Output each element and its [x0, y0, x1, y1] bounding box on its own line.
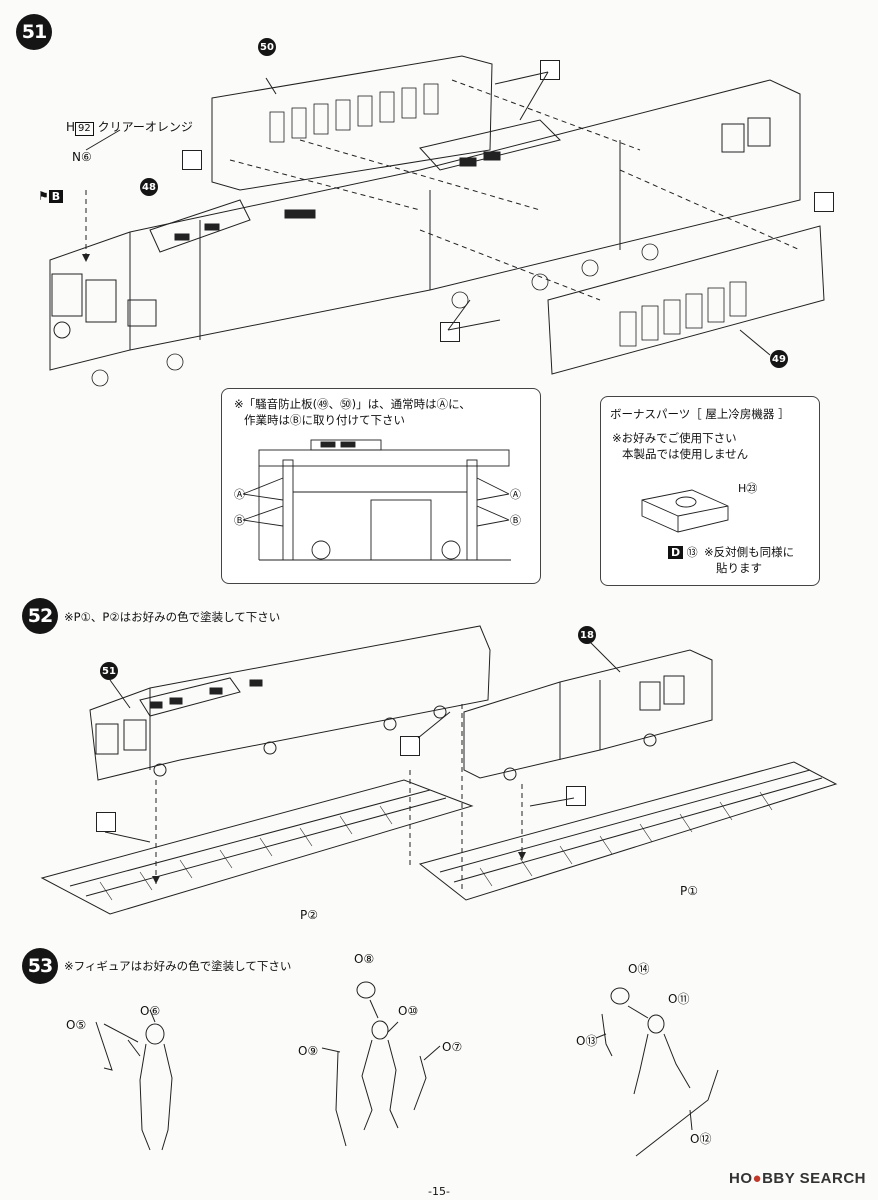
step-53-badge: 53 [22, 948, 58, 984]
cement-icon [400, 736, 420, 756]
inset-noise-panel [221, 388, 541, 584]
mark-b-left: Ⓑ [234, 514, 245, 527]
track-p2-label: P② [300, 908, 318, 922]
fig3-o12: O⑫ [690, 1132, 712, 1146]
step-51-badge: 51 [16, 14, 52, 50]
part-h-letter: H [66, 120, 76, 134]
cement-icon [440, 322, 460, 342]
mark-a-left: Ⓐ [234, 488, 245, 501]
cement-icon [182, 150, 202, 170]
cement-icon [814, 192, 834, 212]
cement-icon [566, 786, 586, 806]
part-d-letter: D [668, 546, 684, 559]
fig2-o9: O⑨ [298, 1044, 319, 1058]
part-h-num: 92 [75, 122, 94, 136]
glue-b: B [48, 190, 64, 203]
ac-unit-diagram [641, 489, 729, 533]
mark-a-right: Ⓐ [510, 488, 521, 501]
bonus-part-h23: H㉓ [738, 482, 758, 495]
callout-48: 48 [140, 178, 158, 196]
bonus-note1: ※反対側も同様に [704, 545, 795, 559]
fig2-o7: O⑦ [442, 1040, 463, 1054]
bonus-line1: ※お好みでご使用下さい [612, 431, 737, 445]
callout-49: 49 [770, 350, 788, 368]
bonus-line2: 本製品では使用しません [622, 447, 749, 461]
watermark-star-icon: ● [752, 1170, 763, 1187]
fig3-o14: O⑭ [628, 962, 650, 976]
fig2-o8: O⑧ [354, 952, 375, 966]
step-52-note: ※P①、P②はお好みの色で塗装して下さい [64, 610, 281, 624]
page-number: -15- [428, 1185, 450, 1198]
watermark: HO●BBY SEARCH [729, 1170, 866, 1187]
callout-51: 51 [100, 662, 118, 680]
callout-18: 18 [578, 626, 596, 644]
track-p1-label: P① [680, 884, 698, 898]
step-53-note: ※フィギュアはお好みの色で塗装して下さい [64, 959, 292, 973]
cement-icon [96, 812, 116, 832]
inset-noise-line1: ※「騒音防止板(㊾、㊿)」は、通常時はⒶに、 [234, 397, 471, 411]
part-n6-label: N⑥ [72, 150, 92, 164]
cement-icon [540, 60, 560, 80]
fig1-o5: O⑤ [66, 1018, 87, 1032]
callout-50: 50 [258, 38, 276, 56]
figures-diagram-53 [95, 981, 719, 1157]
flag-icon: ⚑ [38, 189, 49, 203]
fig3-o13: O⑬ [576, 1034, 598, 1048]
bonus-note2: 貼ります [716, 561, 762, 575]
fig3-o11: O⑪ [668, 992, 690, 1006]
part-d-num: ⑬ [686, 546, 698, 559]
mark-b-right: Ⓑ [510, 514, 521, 527]
bonus-title: ボーナスパーツ［ 屋上冷房機器 ］ [610, 407, 790, 421]
glue-label: ⚑B [38, 189, 64, 203]
bonus-part-d13: D ⑬ [668, 544, 698, 560]
fig2-o10: O⑩ [398, 1004, 419, 1018]
paint-color: クリアーオレンジ [97, 120, 193, 134]
watermark-text-1: HO [729, 1170, 753, 1187]
inset-noise-diagram [242, 439, 511, 561]
watermark-text-2: BBY SEARCH [762, 1170, 866, 1187]
train-track-diagram-52 [40, 625, 838, 915]
step-52-badge: 52 [22, 598, 58, 634]
inset-noise-line2: 作業時はⒷに取り付けて下さい [244, 413, 405, 427]
inset-bonus-parts [600, 396, 820, 586]
train-diagram-51 [49, 55, 825, 387]
